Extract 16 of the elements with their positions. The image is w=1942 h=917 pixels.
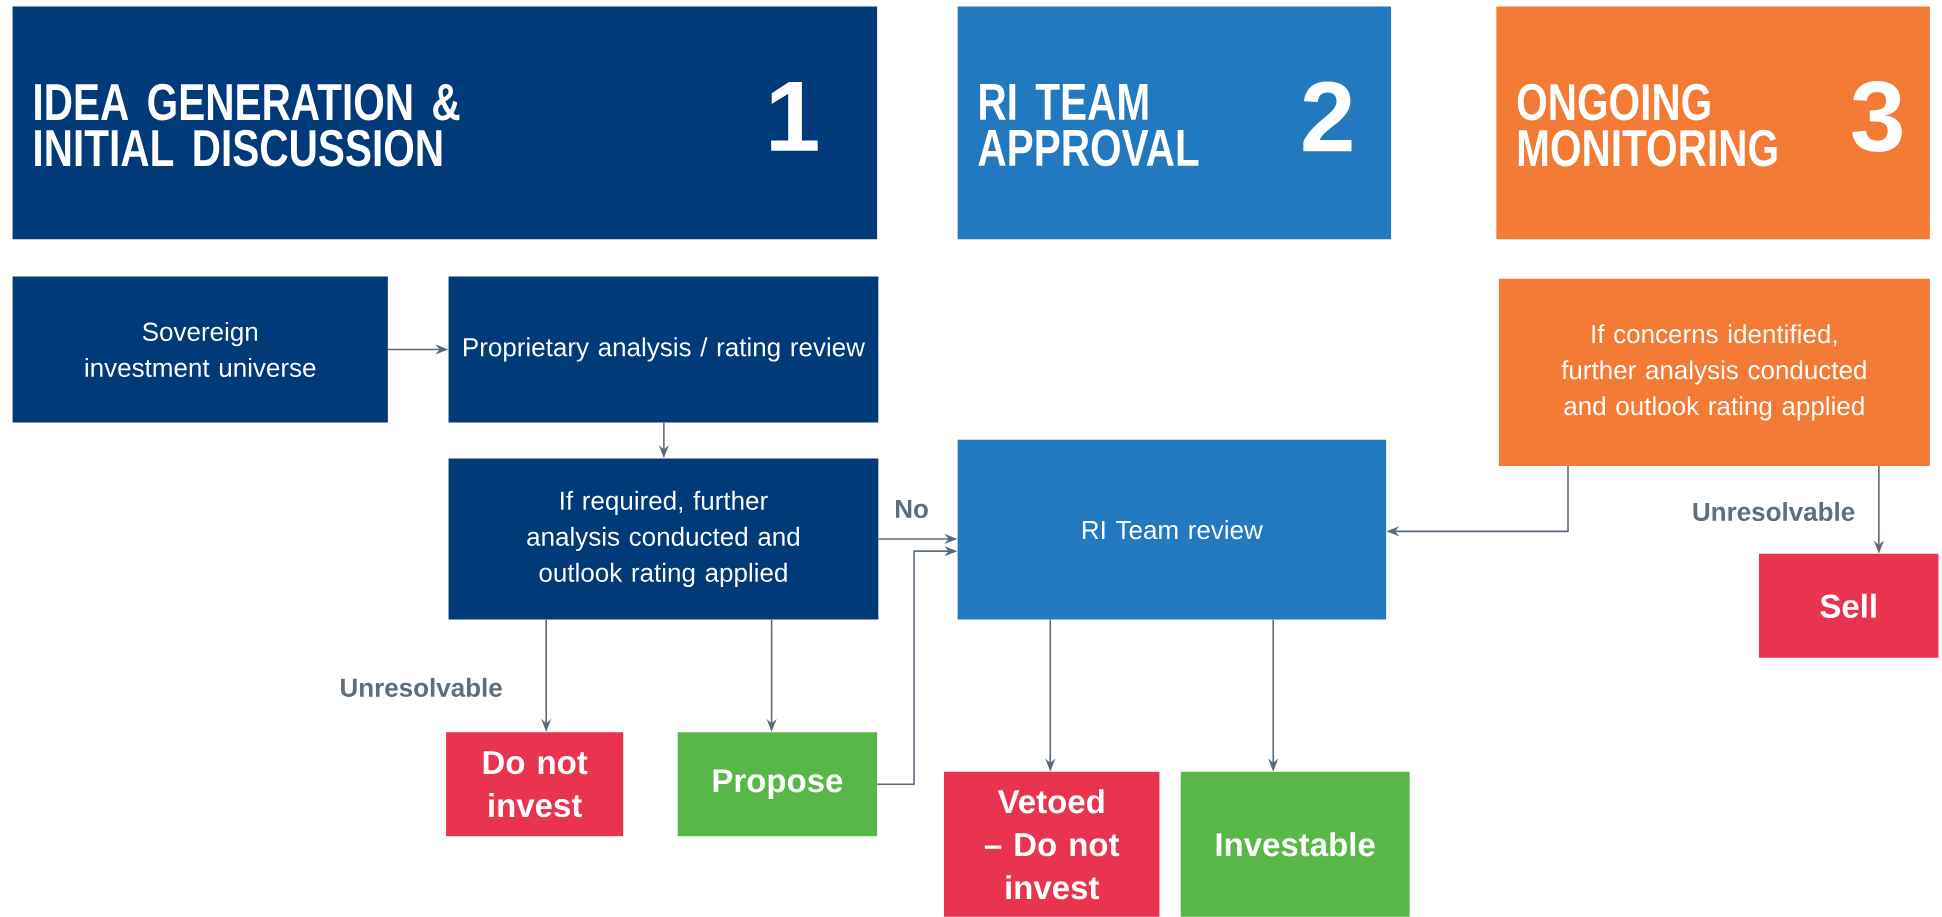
outcome-box: Do not invest: [446, 732, 624, 837]
process-box: Sovereign investment universe: [12, 276, 388, 423]
outcome-box: Sell: [1758, 553, 1939, 658]
stage-header: IDEA GENERATION & INITIAL DISCUSSION 1: [12, 6, 878, 240]
outcome-box: Vetoed – Do not invest: [943, 771, 1160, 917]
edge-label: Unresolvable: [1689, 499, 1858, 524]
edge-label: No: [892, 497, 931, 521]
process-box: If required, further analysis conducted and outlook rating applied: [448, 458, 879, 620]
process-box: RI Team review: [957, 439, 1387, 620]
stage-header: ONGOING MONITORING 3: [1496, 6, 1930, 240]
edge-label: Unresolvable: [337, 675, 505, 699]
process-box: If concerns identified, further analysis conducted and outlook rating applied: [1498, 278, 1930, 466]
stage-header: RI TEAM APPROVAL 2: [957, 6, 1392, 240]
process-box: Proprietary analysis / rating review: [448, 276, 879, 423]
outcome-box: Investable: [1180, 771, 1410, 917]
outcome-box: Propose: [677, 732, 878, 837]
